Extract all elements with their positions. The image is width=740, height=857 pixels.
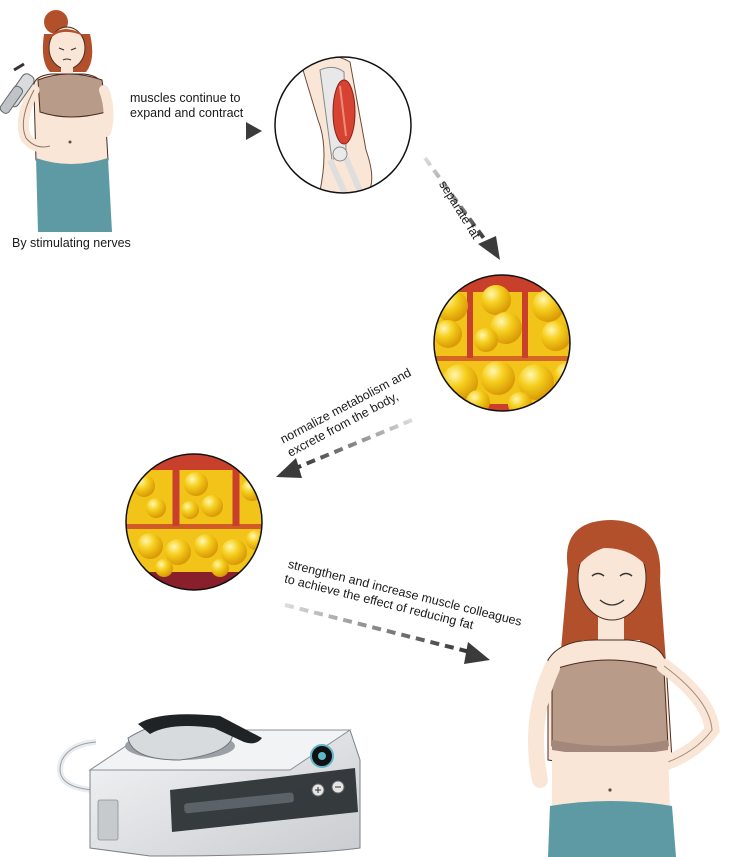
arrow-to-result <box>284 603 490 664</box>
muscle-illustration <box>274 56 412 194</box>
arrow-to-fat-separation <box>423 156 500 260</box>
label-stimulating-text: By stimulating nerves <box>12 236 131 250</box>
label-expand-contract: muscles continue to expand and contract <box>130 91 243 121</box>
minus-button-icon <box>331 780 345 794</box>
woman-after-figure <box>528 520 720 857</box>
body-sculpting-machine <box>57 714 361 857</box>
screen-icon <box>310 744 334 768</box>
plus-button-icon <box>311 783 325 797</box>
fat-cells-separating-illustration <box>433 274 571 412</box>
arrow-to-metabolism <box>276 418 413 478</box>
woman-before-figure <box>0 10 114 232</box>
label-expand-line-2: expand and contract <box>130 106 244 120</box>
fat-cells-metabolized-illustration <box>125 453 263 591</box>
label-stimulating-nerves: By stimulating nerves <box>12 236 131 251</box>
label-expand-line-1: muscles continue to <box>130 91 241 105</box>
arrow-to-muscle <box>128 122 262 140</box>
